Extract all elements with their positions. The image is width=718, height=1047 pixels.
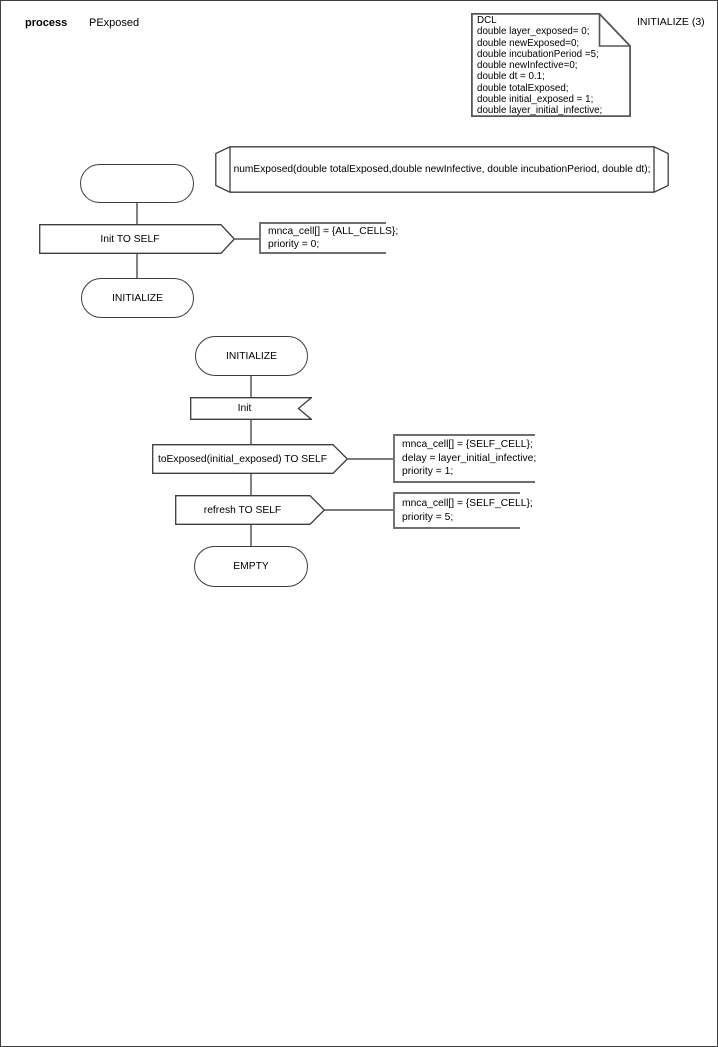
start-symbol[interactable] [80, 164, 194, 203]
process-kind-label: process [25, 17, 68, 29]
sheet-label: INITIALIZE (3) [637, 16, 705, 28]
input-init[interactable]: Init [190, 397, 312, 420]
output-refresh-to-self[interactable]: refresh TO SELF [175, 495, 325, 525]
comment-line: mnca_cell[] = {SELF_CELL}; [402, 498, 533, 510]
comment-line: delay = layer_initial_infective; [402, 452, 537, 464]
folded-corner-icon [598, 13, 631, 47]
process-name-label: PExposed [89, 17, 140, 29]
comment-self-cell-priority[interactable]: mnca_cell[] = {SELF_CELL}; priority = 5; [393, 492, 533, 529]
state-empty[interactable]: EMPTY [194, 546, 308, 587]
comment-line: mnca_cell[] = {ALL_CELLS}; [268, 225, 399, 237]
declarations-text: DCL double layer_exposed= 0; double newE… [477, 15, 603, 117]
procedure-signature-shape[interactable]: numExposed(double totalExposed,double ne… [215, 146, 669, 193]
comment-line: priority = 5; [402, 511, 454, 523]
state-initialize[interactable]: INITIALIZE [81, 278, 194, 318]
comment-line: priority = 1; [402, 466, 454, 478]
state-start-initialize[interactable]: INITIALIZE [195, 336, 308, 376]
connector-line [136, 203, 393, 547]
comment-self-cell-delay[interactable]: mnca_cell[] = {SELF_CELL}; delay = layer… [393, 434, 536, 483]
comment-line: mnca_cell[] = {SELF_CELL}; [402, 439, 533, 451]
output-toexposed-to-self[interactable]: toExposed(initial_exposed) TO SELF [152, 444, 348, 474]
comment-line: priority = 0; [268, 239, 320, 250]
declarations-note[interactable]: DCL double layer_exposed= 0; double newE… [471, 13, 631, 117]
output-init-to-self[interactable]: Init TO SELF [39, 224, 235, 254]
comment-all-cells[interactable]: mnca_cell[] = {ALL_CELLS}; priority = 0; [259, 222, 399, 254]
